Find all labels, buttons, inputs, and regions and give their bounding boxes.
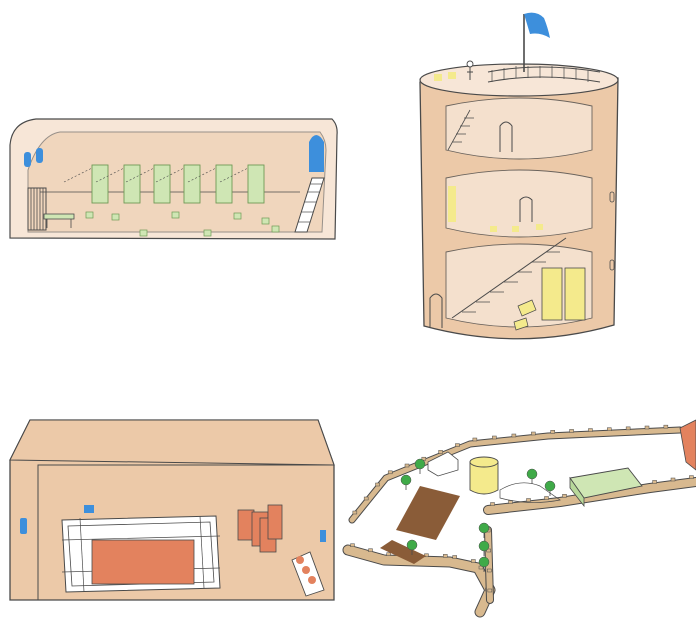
bunk [63, 164, 109, 204]
tower-roof-crate-2 [448, 72, 456, 79]
tower-lookout-figure [466, 60, 474, 80]
storehouse-large-rug [91, 539, 195, 585]
tower-lower-staircase [451, 237, 567, 319]
barracks-interior [27, 131, 327, 233]
compound-gatehouse [427, 451, 459, 477]
tower-roof-railing [487, 66, 601, 83]
tower-lower-door-right [564, 267, 586, 321]
tower-middle-door [448, 186, 456, 222]
barracks-iron-gate [27, 187, 47, 231]
tree [544, 480, 556, 496]
storehouse-front-edge [37, 464, 334, 600]
tower-floor-middle [445, 169, 593, 238]
storehouse-window-right [320, 530, 326, 542]
crate [171, 211, 180, 219]
tower-slit-window-2 [609, 259, 615, 271]
compound-field-upper [396, 486, 460, 540]
storehouse-panel-4 [267, 504, 283, 540]
storehouse-window-back [84, 505, 94, 513]
tower-middle-crate-3 [536, 224, 543, 230]
barracks-crates [85, 211, 280, 237]
bunk [125, 164, 171, 204]
tower-middle-crate-1 [490, 226, 497, 232]
tree [526, 468, 538, 484]
crate [261, 217, 270, 225]
storehouse-roof [9, 419, 335, 466]
barracks-arched-door [309, 135, 324, 172]
compound-field-lower [380, 540, 426, 564]
tower-roof-crate-1 [434, 74, 442, 81]
crate [111, 213, 120, 221]
crenellated-wall [348, 424, 684, 524]
crate [85, 211, 94, 219]
crate [139, 229, 148, 237]
compound-path [499, 482, 561, 503]
barracks-bunks [63, 164, 265, 204]
bunk [95, 164, 141, 204]
tower-middle-crate-2 [512, 226, 519, 232]
tower-upper-stairs [447, 109, 474, 151]
compound-walls [342, 424, 696, 618]
barracks-table [43, 213, 75, 228]
tree [400, 474, 412, 490]
barracks-staircase [294, 177, 325, 233]
round-tower-illustration [419, 12, 619, 340]
tree [478, 540, 490, 556]
tower-slit-window-1 [609, 191, 615, 203]
storehouse-illustration [9, 419, 335, 601]
tree [406, 539, 418, 555]
compound-orange-building [679, 419, 696, 471]
bunk [187, 164, 233, 204]
barracks-window-left-2 [36, 148, 43, 163]
crate [271, 225, 280, 233]
bunk [219, 164, 265, 204]
compound-green-barracks [569, 467, 643, 508]
tower-middle-doorway [519, 196, 533, 222]
barracks-hall-illustration [9, 118, 338, 240]
tower-ground-archway [429, 293, 443, 328]
tower-lower-crate-1 [517, 299, 537, 317]
tree [414, 458, 426, 474]
tree [478, 522, 490, 538]
compound-trees [400, 458, 556, 572]
tower-lower-crate-2 [513, 317, 529, 331]
walled-compound-illustration [342, 419, 696, 639]
tower-flag [523, 12, 550, 72]
storehouse-shelf [291, 551, 325, 597]
tower-lower-door-left [541, 267, 563, 321]
compound-round-tower [469, 456, 499, 495]
tower-upper-doorway [499, 121, 513, 152]
tree [478, 556, 490, 572]
storehouse-window-left [20, 518, 27, 534]
crate [233, 212, 242, 220]
tower-floor-top [445, 97, 593, 160]
crate [203, 229, 212, 237]
bunk [155, 164, 201, 204]
barracks-window-left [24, 152, 31, 167]
